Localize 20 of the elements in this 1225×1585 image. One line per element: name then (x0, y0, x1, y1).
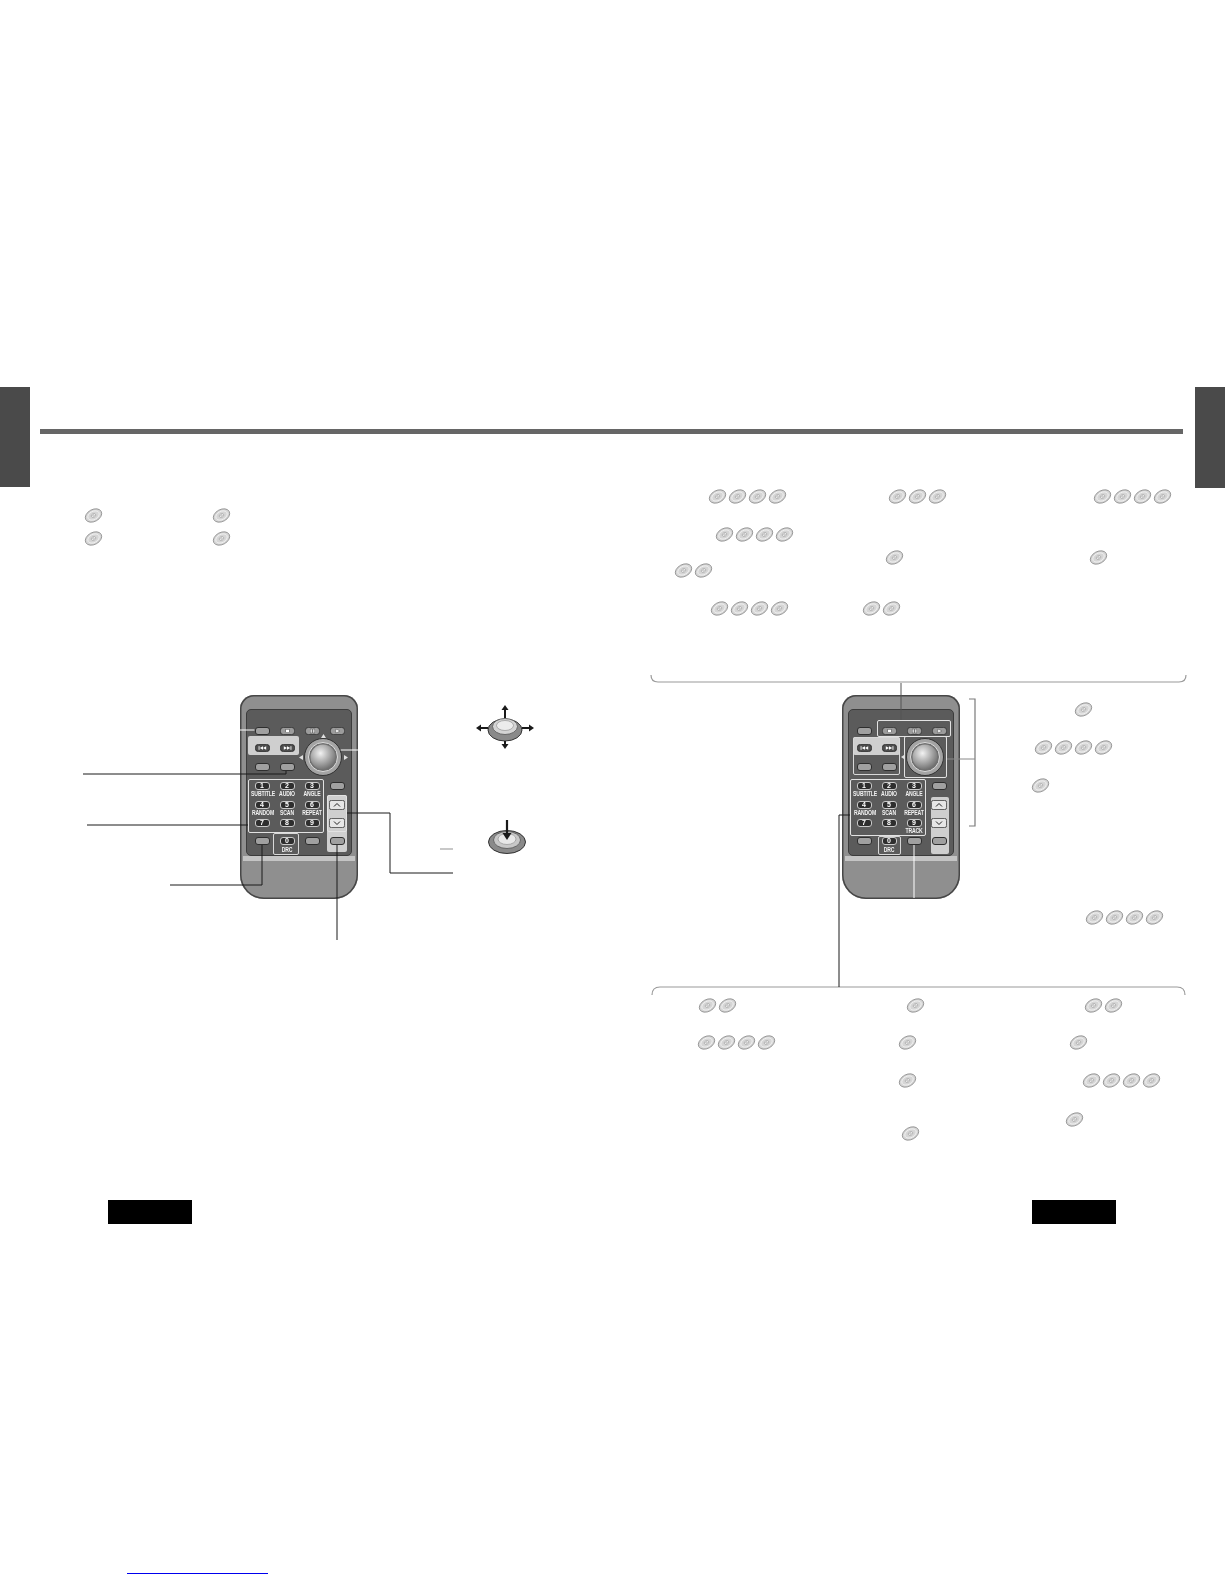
key-group-frame (248, 779, 324, 833)
leader-line (946, 758, 976, 760)
remote-key (254, 726, 270, 735)
leader-line (86, 824, 249, 826)
leader-line (838, 814, 851, 988)
leader-line (913, 844, 915, 899)
key-group-frame (877, 720, 951, 737)
side-tab (1195, 387, 1225, 488)
remote-key (906, 837, 922, 845)
joystick-icon (304, 738, 342, 776)
remote-key (329, 837, 345, 845)
leader-line (82, 770, 287, 775)
key-group-frame (327, 795, 347, 832)
leader-line (346, 812, 454, 874)
key-group-frame (850, 779, 926, 836)
leader-line (169, 844, 263, 886)
leader-line (336, 844, 338, 941)
side-tab (0, 387, 30, 487)
remote-key (279, 763, 295, 771)
remote-key (254, 837, 270, 845)
